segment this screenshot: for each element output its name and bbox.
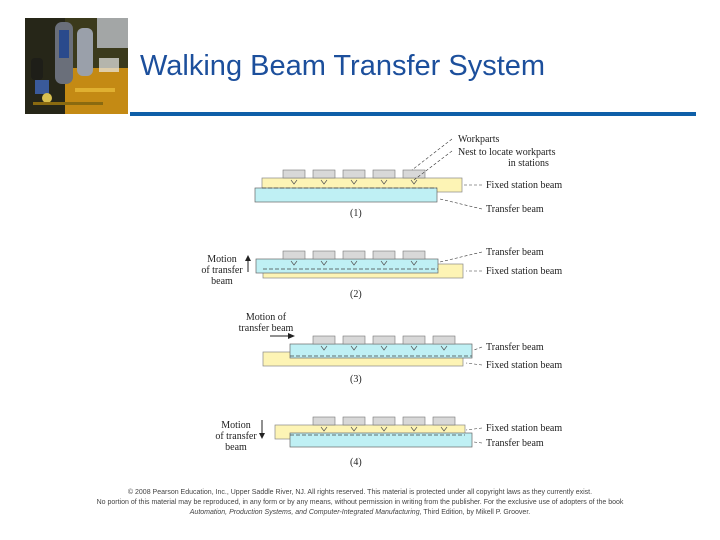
title-underline (130, 112, 696, 116)
motion-label: beam (211, 276, 233, 287)
label-fixed-station-beam: Fixed station beam (486, 266, 562, 277)
workparts (312, 335, 456, 345)
label-transfer-beam: Transfer beam (486, 247, 544, 258)
label-transfer-beam: Transfer beam (486, 342, 544, 353)
stage-3: Transfer beam Fixed station beam Motion … (239, 312, 563, 385)
nests (290, 179, 418, 185)
stage-caption: (1) (350, 208, 362, 219)
copyright-footer: © 2008 Pearson Education, Inc., Upper Sa… (0, 488, 720, 518)
nests (290, 260, 418, 266)
stage-caption: (2) (350, 289, 362, 300)
book-title: Automation, Production Systems, and Comp… (189, 509, 420, 516)
logo-image (25, 18, 128, 114)
stage-4: Fixed station beam Transfer beam Motion … (215, 416, 562, 468)
footer-line-2: No portion of this material may be repro… (96, 499, 624, 506)
stage-caption: (3) (350, 374, 362, 385)
book-edition: , Third Edition, by Mikell P. Groover. (419, 509, 531, 516)
nests (320, 345, 448, 351)
workparts (312, 416, 456, 426)
transfer-beam (254, 187, 438, 203)
label-fixed-station-beam: Fixed station beam (486, 360, 562, 371)
motion-label: of transfer (201, 265, 243, 276)
motion-label: of transfer (215, 431, 257, 442)
label-nest: Nest to locate workparts (458, 147, 556, 158)
label-fixed-station-beam: Fixed station beam (486, 423, 562, 434)
motion-label: Motion (207, 254, 236, 265)
motion-label: Motion (221, 420, 250, 431)
label-fixed-station-beam: Fixed station beam (486, 180, 562, 191)
label-transfer-beam: Transfer beam (486, 204, 544, 215)
label-nest-2: in stations (508, 158, 549, 169)
nests (320, 426, 448, 432)
label-transfer-beam: Transfer beam (486, 438, 544, 449)
transfer-beam (289, 432, 473, 448)
transfer-beam (255, 258, 439, 274)
slide-title: Walking Beam Transfer System (140, 50, 546, 82)
stage-1: Workparts Nest to locate workparts in st… (254, 134, 562, 219)
footer-line-1: © 2008 Pearson Education, Inc., Upper Sa… (127, 489, 593, 496)
motion-label: transfer beam (239, 323, 294, 334)
stage-2: Transfer beam Fixed station beam Motion … (201, 247, 562, 300)
workparts (282, 250, 426, 260)
footer-line-3: Automation, Production Systems, and Comp… (0, 508, 720, 518)
workparts (282, 169, 426, 179)
label-workparts: Workparts (458, 134, 500, 145)
stage-caption: (4) (350, 457, 362, 468)
motion-label: Motion of (246, 312, 287, 323)
motion-label: beam (225, 442, 247, 453)
